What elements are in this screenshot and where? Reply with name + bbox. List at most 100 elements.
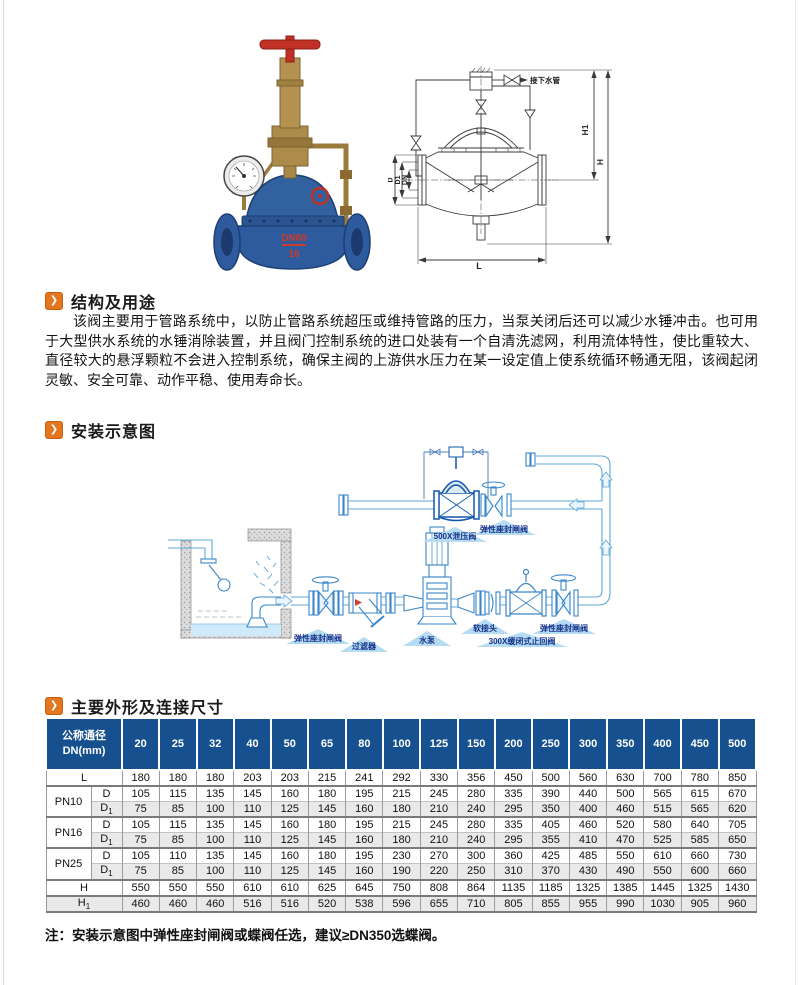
- table-cell: 145: [233, 816, 272, 833]
- table-cell: 85: [158, 801, 198, 818]
- row-label: H1: [45, 894, 123, 913]
- table-cell: 100: [196, 832, 235, 849]
- table-header-col: 125: [419, 717, 459, 771]
- table-cell: 660: [718, 863, 757, 880]
- table-cell: 460: [606, 801, 645, 818]
- dim-h-label: H: [595, 159, 605, 165]
- flange-pair: [385, 592, 396, 614]
- table-header-col: 450: [680, 717, 720, 771]
- pilot-spring-tube: [279, 57, 301, 129]
- section-title: 安装示意图: [71, 424, 157, 441]
- table-cell: 955: [568, 894, 608, 913]
- table-cell: 400: [568, 801, 608, 818]
- label-gate-valve-top: 弹性座封闸阀: [480, 524, 528, 534]
- table-cell: 105: [121, 816, 160, 833]
- table-cell: 160: [345, 801, 384, 818]
- table-cell: 850: [718, 769, 757, 786]
- table-cell: 750: [382, 878, 421, 896]
- table-cell: 135: [196, 847, 235, 864]
- table-cell: 145: [233, 785, 272, 802]
- table-cell: 310: [494, 863, 533, 880]
- page-right-edge: [795, 0, 796, 985]
- section-header-installation: ❯ 安装示意图: [45, 420, 157, 441]
- table-cell: 355: [531, 832, 570, 849]
- row-group-label: PN25: [45, 847, 92, 880]
- label-gate-valve-left: 弹性座封闸阀: [294, 633, 342, 643]
- table-cell: 805: [494, 894, 533, 913]
- table-cell: 525: [643, 832, 682, 849]
- table-cell: 700: [643, 769, 682, 786]
- row-label: D: [90, 785, 123, 802]
- label-soft-joint: 软接头: [473, 623, 497, 633]
- table-cell: 460: [158, 894, 198, 913]
- table-cell: 335: [494, 816, 533, 833]
- table-cell: 75: [121, 801, 160, 818]
- table-cell: 180: [382, 832, 421, 849]
- table-cell: 630: [606, 769, 645, 786]
- table-cell: 203: [270, 769, 309, 786]
- table-header-col: 25: [158, 717, 198, 771]
- tube-fitting: [340, 206, 352, 215]
- table-cell: 210: [419, 801, 459, 818]
- table-cell: 210: [419, 832, 459, 849]
- dimension-lines-right: [487, 69, 612, 245]
- page-left-edge: [3, 0, 4, 985]
- table-header-col: 80: [344, 717, 384, 771]
- row-label: D1: [90, 832, 123, 849]
- table-cell: 645: [345, 878, 384, 896]
- table-cell: 105: [121, 785, 160, 802]
- table-cell: 655: [419, 894, 459, 913]
- table-cell: 610: [233, 878, 272, 896]
- table-cell: 855: [531, 894, 570, 913]
- table-cell: 1325: [568, 878, 608, 896]
- flow-arrows: [275, 471, 613, 608]
- table-cell: 295: [494, 801, 533, 818]
- table-cell: 245: [419, 785, 459, 802]
- table-cell: 295: [494, 832, 533, 849]
- table-cell: 75: [121, 832, 160, 849]
- table-cell: 300: [457, 847, 496, 864]
- table-cell: 335: [494, 785, 533, 802]
- table-cell: 110: [233, 832, 272, 849]
- table-cell: 650: [718, 832, 757, 849]
- table-header-col: 250: [531, 717, 571, 771]
- table-cell: 500: [606, 785, 645, 802]
- label-check-valve: 300X缓闭式止回阀: [489, 636, 556, 646]
- table-cell: 460: [196, 894, 235, 913]
- table-cell: 360: [494, 847, 533, 864]
- table-cell: 215: [307, 769, 347, 786]
- table-cell: 110: [233, 863, 272, 880]
- row-group-label: PN16: [45, 816, 92, 849]
- water-pump: [403, 526, 486, 625]
- table-cell: 620: [718, 801, 757, 818]
- flow-arrow-up: [599, 539, 613, 556]
- section-marker-icon: ❯: [45, 292, 63, 310]
- table-cell: 520: [307, 894, 347, 913]
- table-cell: 460: [568, 816, 608, 833]
- row-label: D: [90, 847, 123, 864]
- water-spray: [253, 555, 279, 594]
- valve-body-section: [417, 151, 547, 241]
- table-cell: 215: [382, 785, 421, 802]
- table-cell: 670: [718, 785, 757, 802]
- table-cell: 460: [121, 894, 160, 913]
- table-cell: 160: [345, 832, 384, 849]
- table-cell: 1325: [680, 878, 720, 896]
- table-cell: 390: [531, 785, 570, 802]
- table-cell: 500: [531, 769, 570, 786]
- table-cell: 580: [643, 816, 682, 833]
- table-cell: 180: [158, 769, 198, 786]
- table-cell: 1030: [643, 894, 682, 913]
- table-cell: 730: [718, 847, 757, 864]
- table-cell: 105: [121, 847, 160, 864]
- table-cell: 780: [680, 769, 720, 786]
- section-marker-icon: ❯: [45, 697, 63, 715]
- tube-fitting: [340, 170, 352, 179]
- table-cell: 100: [196, 863, 235, 880]
- water-tank: [180, 528, 292, 639]
- top-handwheel: [259, 35, 321, 63]
- table-header-col: 400: [642, 717, 683, 771]
- table-cell: 550: [643, 863, 682, 880]
